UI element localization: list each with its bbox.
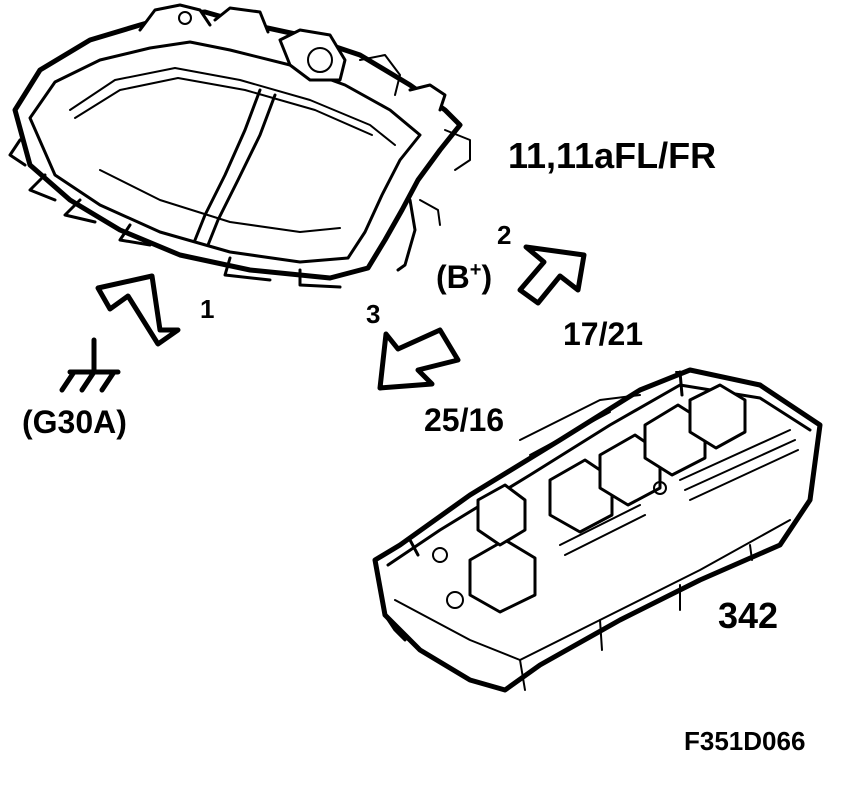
arrow-3-number: 3 <box>366 299 381 329</box>
connector-17-21-label: 17/21 <box>563 316 644 352</box>
battery-sup: + <box>469 259 482 281</box>
headlamp-assembly <box>8 3 471 289</box>
arrow-2 <box>517 244 587 306</box>
battery-open: (B <box>436 259 470 295</box>
arrow-3 <box>377 327 461 391</box>
ground-label: (G30A) <box>22 404 127 440</box>
arrow-1-number: 1 <box>200 294 215 324</box>
battery-positive-label: (B+) <box>436 260 492 293</box>
relay-box <box>372 367 823 693</box>
ground-symbol <box>59 337 121 393</box>
figure-id: F351D066 <box>684 726 806 756</box>
relay-box-label: 342 <box>718 595 779 636</box>
connector-25-16-label: 25/16 <box>424 402 505 438</box>
arrow-1 <box>95 273 181 347</box>
headlamp-label: 11,11aFL/FR <box>508 135 717 176</box>
battery-close: ) <box>481 259 493 295</box>
arrow-2-number: 2 <box>497 220 512 250</box>
